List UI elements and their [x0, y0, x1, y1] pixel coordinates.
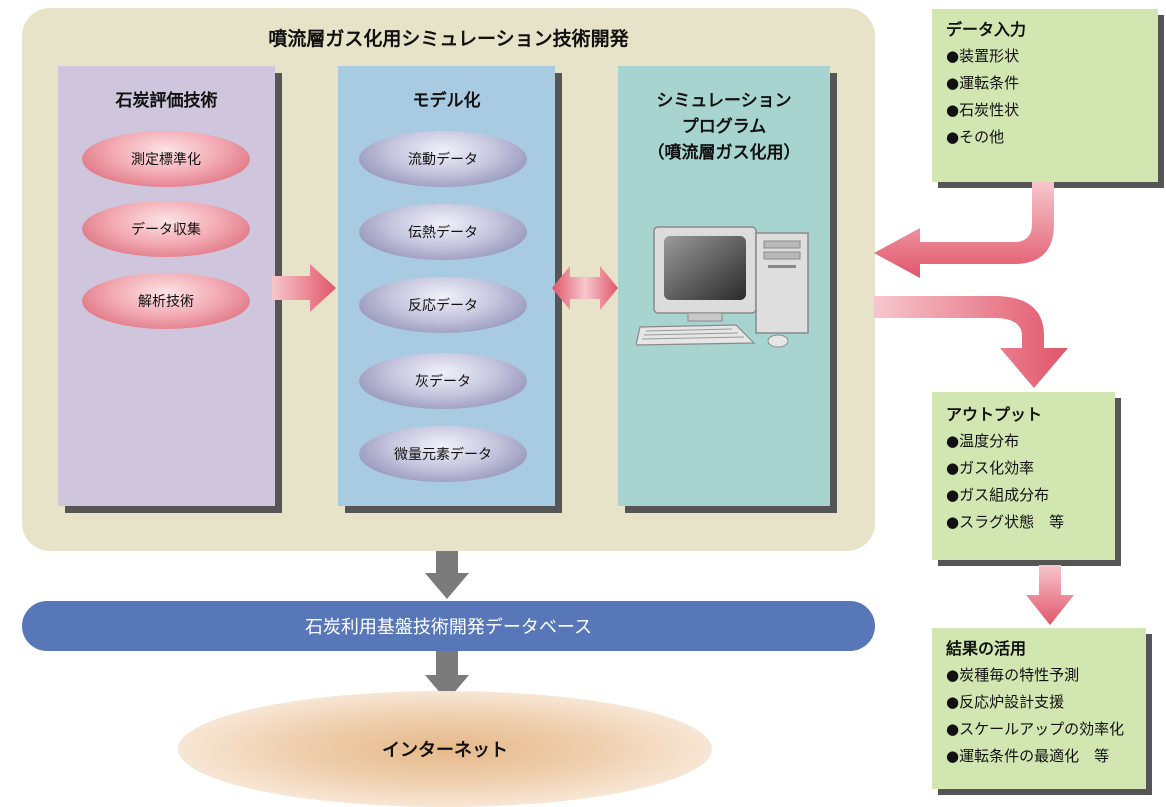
measurement-standardization-node: 測定標準化 — [82, 131, 250, 187]
results-item: ●運転条件の最適化 等 — [946, 747, 1110, 765]
data-input-box: データ入力 ●装置形状 ●運転条件 ●石炭性状 ●その他 — [932, 9, 1158, 182]
internet-label: インターネット — [382, 740, 508, 761]
arrow-down-icon — [425, 551, 469, 599]
double-arrow-icon — [552, 266, 618, 310]
flow-data-node: 流動データ — [359, 131, 527, 187]
data-input-item: ●石炭性状 — [946, 101, 1020, 119]
simulation-title-line1: シミュレーション — [656, 91, 792, 111]
data-input-item: ●その他 — [946, 128, 1005, 146]
modeling-title: モデル化 — [412, 91, 481, 111]
simulation-title-line3: （噴流層ガス化用） — [647, 143, 801, 163]
results-box: 結果の活用 ●炭種毎の特性予測 ●反応炉設計支援 ●スケールアップの効率化 ●運… — [932, 628, 1146, 789]
output-box: アウトプット ●温度分布 ●ガス化効率 ●ガス組成分布 ●スラグ状態 等 — [932, 392, 1115, 560]
arrow-down-icon — [425, 651, 469, 701]
heat-transfer-data-node: 伝熱データ — [359, 204, 527, 260]
output-item: ●スラグ状態 等 — [946, 513, 1065, 531]
internet-cloud: インターネット — [178, 691, 712, 807]
ash-data-node: 灰データ — [359, 353, 527, 409]
output-item: ●ガス化効率 — [946, 459, 1035, 477]
input-arrow-icon — [874, 182, 1054, 278]
coal-evaluation-title: 石炭評価技術 — [115, 91, 218, 111]
computer-icon — [636, 226, 809, 348]
data-input-item: ●運転条件 — [946, 74, 1020, 92]
results-item: ●炭種毎の特性予測 — [946, 666, 1080, 684]
arrow-down-icon — [1026, 565, 1074, 625]
data-input-item: ●装置形状 — [946, 47, 1020, 65]
simulation-title-line2: プログラム — [681, 117, 767, 137]
database-bar: 石炭利用基盤技術開発データベース — [22, 601, 875, 651]
results-item: ●スケールアップの効率化 — [946, 720, 1125, 738]
output-item: ●ガス組成分布 — [946, 486, 1050, 504]
diagram-title: 噴流層ガス化用シミュレーション技術開発 — [268, 28, 629, 50]
output-arrow-icon — [874, 296, 1068, 388]
reaction-data-node: 反応データ — [359, 277, 527, 333]
results-item: ●反応炉設計支援 — [946, 693, 1065, 711]
trace-element-data-node: 微量元素データ — [359, 426, 527, 482]
output-item: ●温度分布 — [946, 432, 1020, 450]
data-input-title: データ入力 — [946, 20, 1027, 39]
results-title: 結果の活用 — [946, 639, 1027, 658]
data-collection-node: データ収集 — [82, 201, 250, 257]
arrow-right-icon — [272, 264, 336, 312]
analysis-technology-node: 解析技術 — [82, 273, 250, 329]
output-title: アウトプット — [946, 405, 1043, 424]
